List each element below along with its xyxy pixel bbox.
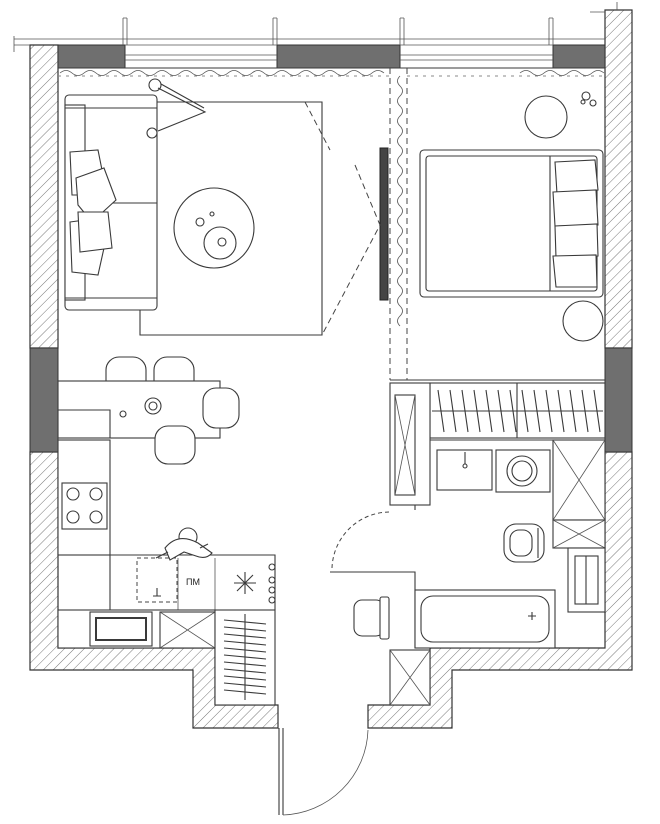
column-top-center bbox=[276, 44, 401, 69]
sofa-pillow bbox=[77, 211, 113, 253]
burner bbox=[66, 510, 80, 524]
decor-circle bbox=[580, 99, 586, 105]
decor-circle bbox=[589, 99, 597, 107]
toilet-seat bbox=[509, 529, 533, 557]
hall-wardrobe-hangers bbox=[223, 619, 267, 695]
table-vase bbox=[144, 397, 162, 415]
tv-view-lines bbox=[304, 101, 381, 336]
curtain-living bbox=[59, 70, 385, 76]
wardrobe bbox=[390, 379, 606, 439]
wall-right-upper bbox=[604, 9, 633, 349]
dining-chair bbox=[154, 425, 196, 465]
spice-jar bbox=[268, 586, 276, 594]
bathtub-body bbox=[414, 589, 556, 649]
washing-machine-door bbox=[506, 455, 538, 487]
table-cup bbox=[119, 410, 127, 418]
toilet bbox=[503, 523, 545, 563]
washing-machine bbox=[495, 449, 551, 493]
burner bbox=[89, 487, 103, 501]
column-top-right bbox=[552, 44, 606, 69]
spice-jar bbox=[268, 563, 276, 571]
bed-pillow bbox=[552, 254, 598, 288]
washing-machine-drum bbox=[511, 460, 533, 482]
coffee-table-bowl bbox=[203, 226, 237, 260]
dining-chair bbox=[202, 387, 240, 429]
toilet-body bbox=[503, 523, 545, 563]
column-left bbox=[29, 347, 59, 453]
coffee-table bbox=[173, 187, 255, 269]
wall-left-upper bbox=[29, 44, 59, 349]
bar-counter-edge bbox=[58, 409, 111, 438]
wardrobe-hangers bbox=[437, 389, 601, 433]
oven-door bbox=[95, 617, 147, 641]
extractor-fan-icon bbox=[234, 572, 256, 594]
bathroom bbox=[330, 382, 606, 706]
curtain-partition bbox=[397, 75, 403, 327]
column-right bbox=[604, 347, 633, 453]
exterior-walls bbox=[29, 9, 633, 729]
hallway-chair-back bbox=[379, 596, 390, 640]
dishwasher-label: ПМ bbox=[186, 577, 200, 587]
sofa-pillow bbox=[75, 167, 117, 223]
living-room bbox=[64, 78, 389, 336]
window-sills bbox=[13, 2, 618, 52]
bed-pillow bbox=[554, 159, 599, 195]
tv-panel bbox=[379, 147, 389, 301]
columns bbox=[29, 44, 633, 453]
entrance-door-swing bbox=[282, 729, 369, 816]
bed-pillow bbox=[552, 189, 599, 227]
shaft-box-cross bbox=[394, 394, 416, 496]
sofa bbox=[64, 94, 158, 311]
bathtub bbox=[414, 589, 556, 649]
sliding-partition-track bbox=[389, 68, 408, 380]
utility-box-cross bbox=[552, 439, 606, 521]
kitchen: ПМ bbox=[57, 439, 276, 649]
dining-area bbox=[57, 356, 240, 465]
windows bbox=[13, 2, 618, 69]
nightstand-bottom bbox=[562, 300, 604, 342]
dishwasher-outline bbox=[177, 558, 216, 610]
window-top-left bbox=[125, 44, 277, 69]
decor-circle bbox=[581, 91, 591, 101]
floor-lamp-shade bbox=[146, 127, 158, 139]
cooktop bbox=[61, 482, 108, 530]
spice-jar bbox=[268, 596, 276, 604]
bathroom-door-swing bbox=[331, 511, 391, 569]
sink-drain bbox=[462, 463, 468, 469]
shaft-box-bottom-cross bbox=[389, 649, 431, 706]
coffee-table-decor bbox=[217, 237, 227, 247]
floor-lamp bbox=[146, 78, 207, 139]
bed bbox=[419, 149, 604, 298]
bed-pillow bbox=[554, 223, 599, 259]
bedroom bbox=[419, 91, 604, 342]
coffee-table-decor bbox=[195, 217, 205, 227]
entrance-door-leaf bbox=[278, 728, 284, 815]
floor-lamp-arm bbox=[157, 83, 207, 132]
burner bbox=[89, 510, 103, 524]
table-vase-inner bbox=[148, 401, 158, 411]
wall-left-lower bbox=[29, 451, 279, 729]
column-top-left bbox=[57, 44, 126, 69]
shaft-box bbox=[394, 394, 416, 496]
spice-jar bbox=[268, 576, 276, 584]
person-arms bbox=[155, 543, 209, 559]
sink-faucet bbox=[153, 588, 161, 597]
bathtub-drain-icon bbox=[528, 612, 536, 620]
entrance-door bbox=[278, 728, 369, 816]
coffee-table-decor bbox=[209, 211, 215, 217]
bathtub-basin bbox=[420, 595, 550, 643]
hall-wardrobe bbox=[214, 609, 276, 706]
hallway-chair bbox=[353, 596, 390, 640]
burner bbox=[66, 487, 80, 501]
person-body bbox=[164, 537, 213, 561]
person-figure bbox=[155, 527, 213, 561]
wardrobe-rail bbox=[432, 383, 603, 438]
curtain-bedroom bbox=[519, 70, 605, 76]
utility-box-cross bbox=[552, 519, 606, 549]
utility-box-cross bbox=[159, 611, 216, 649]
window-top-right bbox=[400, 44, 553, 69]
nightstand-top bbox=[524, 95, 568, 139]
